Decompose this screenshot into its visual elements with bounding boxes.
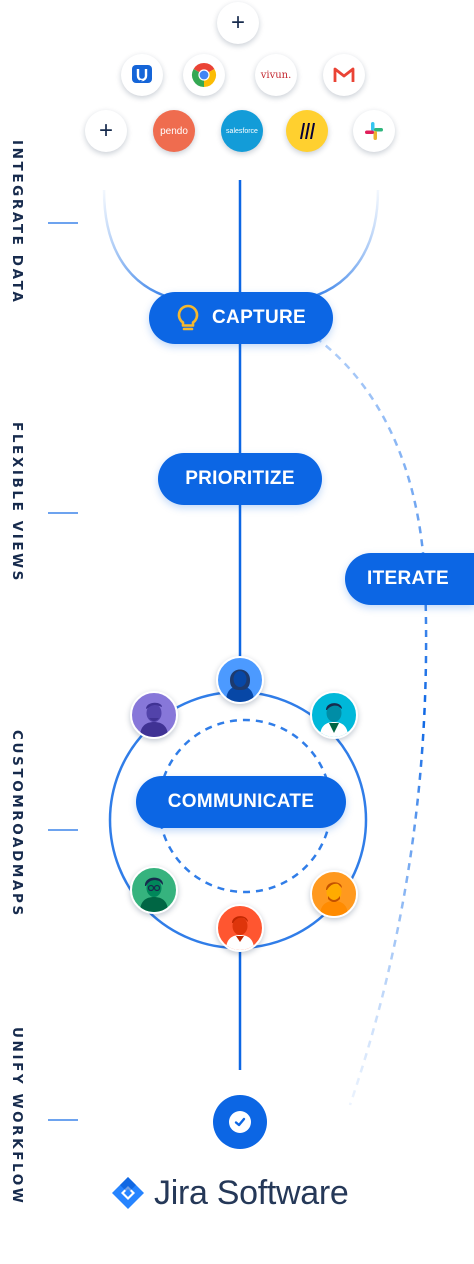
- communicate-label: COMMUNICATE: [167, 791, 315, 812]
- person-icon: [320, 882, 348, 916]
- lightbulb-icon: [177, 304, 199, 331]
- side-label-custom-roadmaps: CUSTOMROADMAPS: [9, 730, 25, 918]
- person-icon: [140, 702, 168, 737]
- plus-icon: +: [98, 117, 113, 144]
- miro-logo-icon: [300, 123, 315, 139]
- chrome-logo-icon: [191, 62, 217, 87]
- check-icon: [229, 1111, 251, 1133]
- team-member-avatar: [310, 870, 358, 918]
- pendo-app-icon[interactable]: pendo: [153, 110, 195, 152]
- person-icon: [226, 669, 254, 702]
- prioritize-stage-button[interactable]: PRIORITIZE: [158, 453, 322, 505]
- team-member-avatar: [216, 904, 264, 952]
- side-label-flexible-views: FLEXIBLE VIEWS: [9, 422, 25, 583]
- iterate-loop: [304, 328, 428, 1106]
- prioritize-label: PRIORITIZE: [185, 468, 295, 489]
- jira-software-brand: Jira Software: [110, 1170, 349, 1216]
- uservoice-app-icon[interactable]: [121, 54, 163, 96]
- uservoice-logo-icon: [132, 65, 152, 83]
- brand-name: Jira Software: [154, 1173, 349, 1212]
- pendo-label: pendo: [160, 125, 188, 137]
- person-icon: [226, 916, 254, 950]
- team-member-avatar: [310, 691, 358, 739]
- team-member-avatar: [130, 866, 178, 914]
- salesforce-label: salesforce: [226, 127, 258, 135]
- plus-icon: +: [230, 9, 245, 36]
- add-integration-button-secondary[interactable]: +: [85, 110, 127, 152]
- vivun-label: vivun.: [260, 69, 292, 81]
- chrome-app-icon[interactable]: [183, 54, 225, 96]
- gmail-logo-icon: [333, 67, 355, 82]
- gmail-app-icon[interactable]: [323, 54, 365, 96]
- team-member-avatar: [216, 656, 264, 704]
- salesforce-app-icon[interactable]: salesforce: [221, 110, 263, 152]
- side-label-unify-workflow: UNIFY WORKFLOW: [9, 1027, 25, 1206]
- add-integration-button[interactable]: +: [217, 2, 259, 44]
- workflow-complete-badge: [213, 1095, 267, 1149]
- iterate-stage-button[interactable]: ITERATE: [345, 553, 474, 605]
- integrate-arc-left: [102, 189, 181, 302]
- person-icon: [140, 877, 168, 912]
- slack-logo-icon: [365, 122, 383, 140]
- communicate-stage-button[interactable]: COMMUNICATE: [136, 776, 346, 828]
- team-member-avatar: [130, 691, 178, 739]
- side-label-integrate-data: INTEGRATE DATA: [9, 140, 25, 305]
- miro-app-icon[interactable]: [286, 110, 328, 152]
- integrate-arc-right: [299, 189, 380, 302]
- person-icon: [320, 703, 348, 737]
- capture-label: CAPTURE: [212, 307, 306, 328]
- slack-app-icon[interactable]: [353, 110, 395, 152]
- iterate-label: ITERATE: [367, 568, 449, 589]
- vivun-app-icon[interactable]: vivun.: [255, 54, 297, 96]
- jira-logo-icon: [112, 1177, 144, 1209]
- capture-stage-button[interactable]: CAPTURE: [149, 292, 333, 344]
